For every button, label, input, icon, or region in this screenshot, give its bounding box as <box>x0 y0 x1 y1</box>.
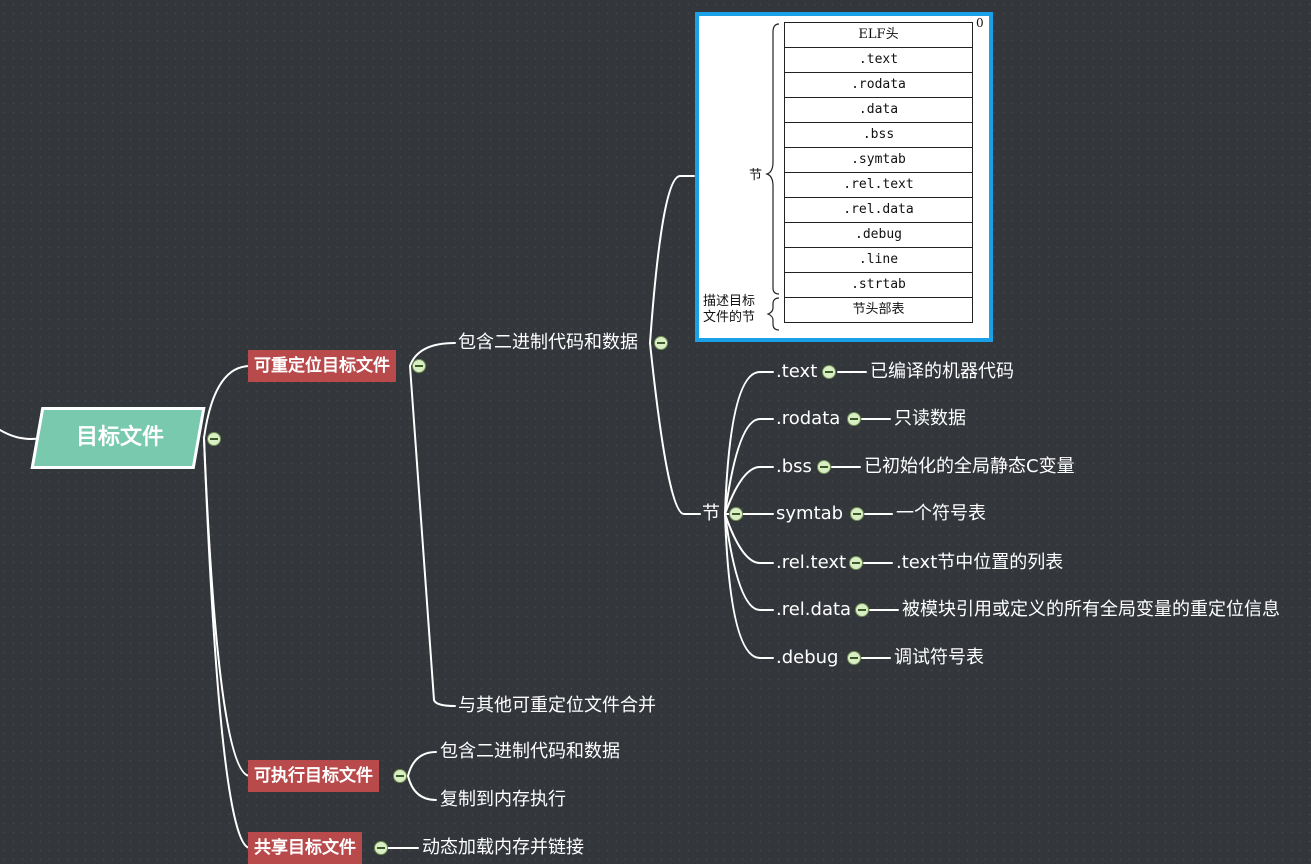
section-desc-debug[interactable]: 调试符号表 <box>894 647 984 668</box>
collapse-toggle-rodata[interactable] <box>847 412 861 426</box>
elf-layout-figure[interactable]: 0 节 描述目标 文件的节 ELF头 .text .rodata .data .… <box>695 12 993 342</box>
figure-row: 节头部表 <box>785 298 972 323</box>
figure-brace-desc-line1: 描述目标 <box>703 294 756 309</box>
figure-offset-label: 0 <box>976 16 984 30</box>
collapse-toggle-symtab[interactable] <box>850 507 864 521</box>
section-name-rel-data[interactable]: .rel.data <box>776 599 852 620</box>
collapse-toggle-relocatable[interactable] <box>412 359 426 373</box>
node-sections[interactable]: 节 <box>702 503 720 524</box>
section-desc-rel-text[interactable]: .text节中位置的列表 <box>896 552 1064 573</box>
collapse-toggle-rel-data[interactable] <box>855 603 869 617</box>
node-executable-contains[interactable]: 包含二进制代码和数据 <box>440 741 620 762</box>
collapse-toggle-shared[interactable] <box>374 841 388 855</box>
collapse-toggle-debug[interactable] <box>847 651 861 665</box>
node-shared-dynamic[interactable]: 动态加载内存并链接 <box>422 837 584 858</box>
figure-brace-desc-line2: 文件的节 <box>703 310 756 325</box>
tag-shared[interactable]: 共享目标文件 <box>248 832 362 864</box>
figure-brace-desc-label: 描述目标 文件的节 <box>703 294 755 326</box>
collapse-toggle-executable[interactable] <box>393 769 407 783</box>
tag-executable[interactable]: 可执行目标文件 <box>248 760 379 792</box>
section-name-debug[interactable]: .debug <box>776 647 839 668</box>
section-name-rodata[interactable]: .rodata <box>776 408 841 429</box>
section-desc-bss[interactable]: 已初始化的全局静态C变量 <box>864 456 1075 477</box>
section-desc-symtab[interactable]: 一个符号表 <box>896 503 986 524</box>
node-executable-copy[interactable]: 复制到内存执行 <box>440 789 566 810</box>
section-name-rel-text[interactable]: .rel.text <box>776 552 847 573</box>
figure-row: .symtab <box>785 148 972 173</box>
figure-row: .rel.text <box>785 173 972 198</box>
figure-row: .rel.data <box>785 198 972 223</box>
figure-row: ELF头 <box>785 23 972 48</box>
section-name-symtab[interactable]: symtab <box>776 503 844 524</box>
figure-row: .debug <box>785 223 972 248</box>
collapse-toggle-text[interactable] <box>822 365 836 379</box>
node-relocatable-contains[interactable]: 包含二进制代码和数据 <box>458 332 638 353</box>
figure-braces <box>765 23 780 331</box>
figure-row: .bss <box>785 123 972 148</box>
root-node-label: 目标文件 <box>75 425 164 450</box>
node-relocatable-merge[interactable]: 与其他可重定位文件合并 <box>458 695 656 716</box>
collapse-toggle-bss[interactable] <box>817 460 831 474</box>
figure-row: .strtab <box>785 273 972 298</box>
figure-sections-table: ELF头 .text .rodata .data .bss .symtab .r… <box>784 22 973 323</box>
section-desc-rodata[interactable]: 只读数据 <box>894 408 966 429</box>
collapse-toggle-sections[interactable] <box>729 507 743 521</box>
section-name-bss[interactable]: .bss <box>776 456 812 477</box>
figure-brace-sections-label: 节 <box>749 168 763 183</box>
figure-row: .line <box>785 248 972 273</box>
figure-row: .rodata <box>785 73 972 98</box>
collapse-toggle-rel-text[interactable] <box>849 556 863 570</box>
tag-relocatable[interactable]: 可重定位目标文件 <box>248 350 396 382</box>
collapse-toggle-root[interactable] <box>207 432 221 446</box>
figure-row: .data <box>785 98 972 123</box>
section-name-text[interactable]: .text <box>776 361 818 382</box>
section-desc-text[interactable]: 已编译的机器代码 <box>870 361 1014 382</box>
collapse-toggle-contains[interactable] <box>654 336 668 350</box>
section-desc-rel-data[interactable]: 被模块引用或定义的所有全局变量的重定位信息 <box>902 599 1280 620</box>
figure-row: .text <box>785 48 972 73</box>
